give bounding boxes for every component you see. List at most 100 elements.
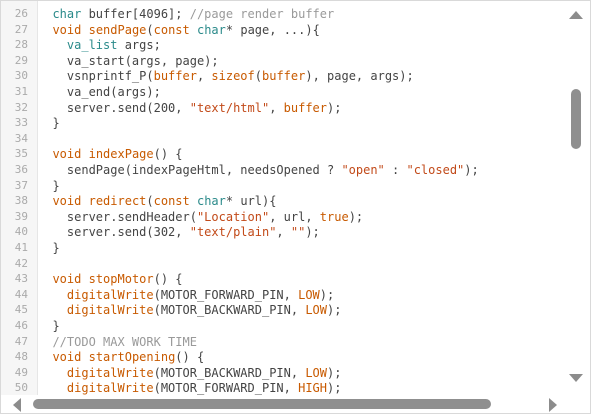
code-line[interactable]: digitalWrite(MOTOR_FORWARD_PIN, HIGH);	[38, 380, 342, 395]
code-line[interactable]: void indexPage() {	[38, 146, 182, 162]
code-token	[38, 303, 67, 317]
code-token: sendPage	[88, 22, 147, 37]
code-token: ), page, args);	[305, 69, 414, 84]
line-number: 40	[14, 225, 28, 239]
line-number: 38	[14, 194, 28, 208]
code-token: digitalWrite	[66, 287, 154, 302]
code-line[interactable]: va_list args;	[38, 37, 161, 53]
code-token: void	[52, 272, 82, 287]
code-line[interactable]: void redirect(const char* url){	[38, 193, 276, 209]
code-line[interactable]: }	[38, 115, 59, 131]
code-token: args;	[117, 38, 161, 53]
code-token: buffer	[153, 69, 197, 84]
code-token: :	[384, 163, 407, 177]
code-token: digitalWrite	[66, 381, 154, 395]
code-token: startOpening	[88, 350, 176, 365]
code-token: //TODO MAX WORK TIME	[52, 334, 197, 349]
code-token: vsnprintf_P(	[38, 69, 154, 84]
code-token: buffer[4096];	[81, 7, 190, 21]
scroll-right-icon[interactable]	[549, 398, 557, 412]
code-token: buffer	[262, 69, 306, 84]
code-token	[38, 7, 52, 21]
scroll-down-icon[interactable]	[569, 374, 583, 382]
vertical-scrollbar[interactable]	[563, 1, 590, 393]
horizontal-scrollbar[interactable]	[1, 395, 590, 413]
code-line[interactable]: char buffer[4096]; //page render buffer	[38, 6, 334, 22]
code-token: va_start(args, page);	[38, 53, 219, 68]
code-token	[38, 23, 52, 37]
code-line[interactable]: }	[38, 240, 60, 256]
code-token: ,	[276, 225, 291, 240]
line-number: 31	[14, 85, 28, 98]
line-number: 37	[14, 178, 28, 192]
code-line[interactable]: void stopMotor() {	[38, 271, 182, 287]
line-number: 34	[14, 131, 28, 145]
code-token: () {	[175, 350, 205, 365]
code-token: //page render buffer	[189, 7, 335, 21]
code-token: );	[319, 287, 335, 302]
code-line[interactable]: server.send(302, "text/plain", "");	[38, 224, 320, 240]
code-token: const	[153, 194, 190, 209]
code-line[interactable]: digitalWrite(MOTOR_FORWARD_PIN, LOW);	[38, 287, 334, 303]
code-token: char	[196, 194, 226, 209]
code-line[interactable]: //TODO MAX WORK TIME	[38, 334, 197, 350]
line-number: 32	[14, 100, 28, 114]
code-token: (MOTOR_BACKWARD_PIN,	[153, 303, 306, 318]
line-number: 43	[14, 272, 28, 286]
code-token: );	[327, 365, 342, 380]
code-token: );	[327, 100, 342, 115]
code-token: LOW	[305, 303, 328, 318]
code-token: LOW	[298, 287, 320, 302]
line-number: 42	[14, 256, 28, 270]
line-number: 47	[14, 334, 28, 348]
code-token: );	[348, 209, 364, 224]
code-token: stopMotor	[88, 272, 154, 287]
code-token: indexPage	[88, 147, 154, 162]
code-line[interactable]: }	[38, 318, 59, 334]
code-line[interactable]: digitalWrite(MOTOR_BACKWARD_PIN, LOW);	[38, 365, 342, 381]
code-area[interactable]: char buffer[4096]; //page render buffer …	[38, 1, 562, 395]
code-line[interactable]: vsnprintf_P(buffer, sizeof(buffer), page…	[38, 68, 414, 84]
code-line[interactable]: server.sendHeader("Location", url, true)…	[38, 209, 363, 225]
line-number: 49	[14, 365, 28, 379]
scroll-left-icon[interactable]	[13, 398, 21, 412]
code-line[interactable]: va_end(args);	[38, 84, 161, 100]
horizontal-scroll-thumb[interactable]	[33, 399, 491, 409]
code-token	[81, 194, 88, 208]
code-token	[190, 194, 197, 208]
line-number: 41	[14, 241, 28, 254]
code-token	[38, 194, 52, 208]
vertical-scroll-thumb[interactable]	[571, 89, 581, 149]
line-number: 45	[14, 303, 28, 317]
code-token	[38, 335, 52, 349]
code-line[interactable]: sendPage(indexPageHtml, needsOpened ? "o…	[38, 162, 479, 178]
code-token: (MOTOR_FORWARD_PIN,	[153, 381, 299, 395]
code-token: server.send(200,	[38, 100, 190, 115]
code-line[interactable]: server.send(200, "text/html", buffer);	[38, 100, 342, 116]
code-line[interactable]: va_start(args, page);	[38, 53, 219, 69]
code-token: ,	[269, 100, 284, 115]
code-line[interactable]: digitalWrite(MOTOR_BACKWARD_PIN, LOW);	[38, 302, 342, 318]
scroll-up-icon[interactable]	[569, 11, 583, 19]
code-line[interactable]: void startOpening() {	[38, 349, 204, 365]
code-token: }	[38, 178, 60, 193]
code-token: char	[52, 7, 82, 21]
code-token: );	[305, 225, 320, 240]
code-token: buffer	[283, 100, 328, 115]
code-token: sizeof	[211, 69, 255, 84]
code-token: (MOTOR_BACKWARD_PIN,	[153, 365, 306, 380]
line-number: 35	[14, 147, 28, 161]
line-number: 28	[14, 38, 28, 52]
code-line[interactable]: void sendPage(const char* page, ...){	[38, 22, 320, 38]
code-token: * page, ...){	[225, 22, 320, 37]
code-token	[81, 350, 88, 364]
code-token	[38, 288, 67, 302]
code-token: }	[38, 241, 60, 255]
line-number: 50	[14, 381, 28, 395]
code-line[interactable]: }	[38, 178, 60, 194]
code-token: ,	[196, 69, 212, 84]
code-token: digitalWrite	[66, 303, 154, 318]
code-token: "open"	[341, 163, 385, 177]
